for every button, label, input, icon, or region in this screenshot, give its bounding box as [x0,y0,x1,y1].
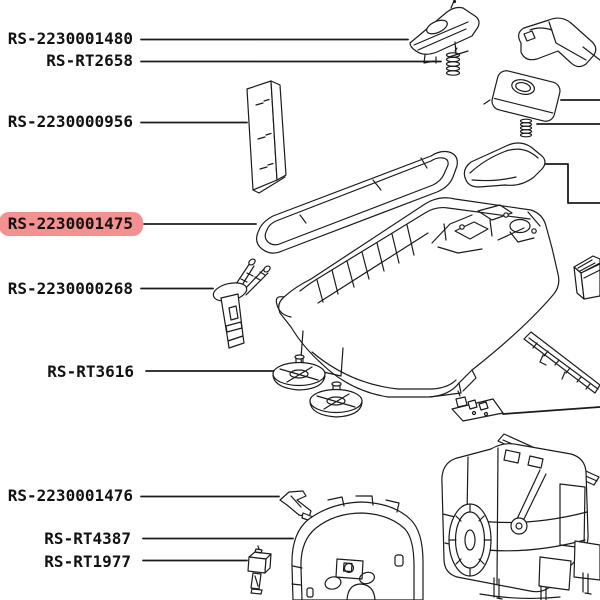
spring-small-illustration [445,47,461,76]
gasket-seal-illustration [256,150,458,254]
part-label-rs-rt4387[interactable]: RS-RT4387 [44,529,131,548]
part-label-rs-2230000956[interactable]: RS-2230000956 [7,112,133,131]
wheel-housing-illustration [291,495,424,600]
pcb-module-illustration [451,390,504,422]
caster-wheel-illustration [272,354,363,418]
fork-bracket-illustration [212,258,271,349]
top-handle-illustration [409,6,480,64]
spring-right-illustration [519,118,533,138]
part-label-rs-rt2658[interactable]: RS-RT2658 [46,51,133,70]
cover-cap-illustration [463,142,546,188]
cylinder-cap-illustration [483,70,561,122]
motor-tank-assembly-illustration [441,433,600,600]
main-housing-illustration [275,197,560,398]
part-label-rs-2230001475-highlighted[interactable]: RS-2230001475 [0,212,143,236]
grille-illustration [573,255,600,300]
part-label-rs-2230000268[interactable]: RS-2230000268 [7,279,133,298]
part-label-rs-2230001480[interactable]: RS-2230001480 [7,29,133,48]
part-label-rs-rt3616[interactable]: RS-RT3616 [47,362,134,381]
micro-switch-illustration [247,545,272,595]
filter-panel-illustration [246,80,287,194]
squeegee-rail-illustration [523,331,600,394]
release-lever-illustration [279,490,314,522]
part-label-rs-rt1977[interactable]: RS-RT1977 [44,552,131,571]
trigger-grip-illustration [518,17,600,68]
leader-lines [140,38,600,562]
tiny-pin-illustration [450,0,457,9]
part-label-rs-2230001476[interactable]: RS-2230001476 [7,486,133,505]
